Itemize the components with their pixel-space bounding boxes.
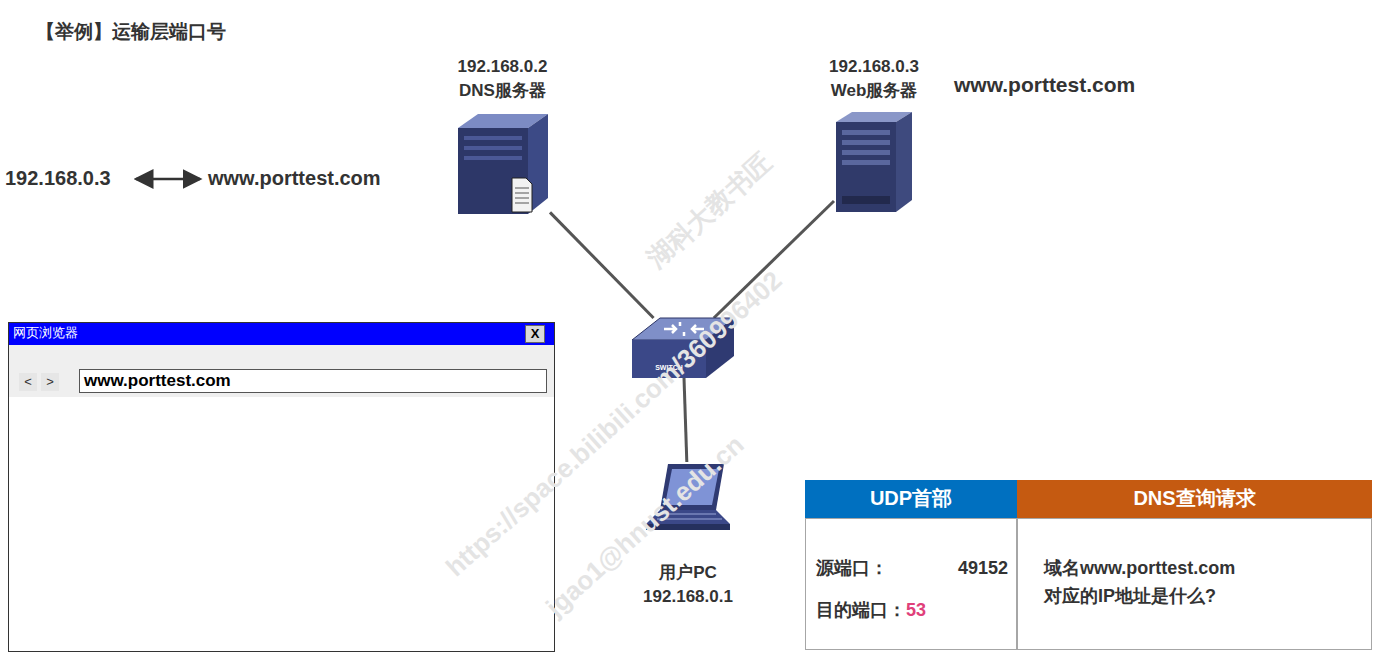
udp-header-fields-text: 目的端口： — [816, 599, 906, 622]
web-server-text: www.porttest.com — [954, 72, 1204, 98]
user-pc-text: 192.168.0.1 — [606, 586, 770, 607]
network-link — [550, 212, 654, 318]
udp-header-fields-text: 53 — [906, 599, 926, 622]
diagram-title: 【举例】运输层端口号 — [36, 20, 226, 44]
title-bar — [9, 323, 554, 345]
dns-server-icon — [458, 114, 548, 214]
watermark: 湖科大教书匠 — [640, 146, 779, 276]
user-pc-text: 用户PC — [606, 562, 770, 583]
udp-header-fields-text: 49152 — [928, 557, 1008, 580]
udp-header-fields-text: 源端口： — [816, 557, 888, 580]
browser-window-text: > — [41, 373, 59, 391]
udp-header-title: UDP首部 — [805, 480, 1017, 518]
browser-window-text: 网页浏览器 — [13, 325, 78, 341]
dns-query-body-text: 域名www.porttest.com 对应的IP地址是什么? — [1044, 555, 1249, 611]
dns-server-text: 192.168.0.2 — [435, 56, 570, 77]
browser-window-text: www.porttest.com — [79, 369, 547, 393]
network-link — [684, 378, 687, 462]
browser-window-text: < — [19, 373, 37, 391]
dns-server: 192.168.0.2DNS服务器 — [455, 112, 550, 216]
web-server-text: Web服务器 — [802, 80, 946, 101]
web-server: 192.168.0.3Web服务器www.porttest.com — [834, 110, 914, 214]
dns-query-title-text: DNS查询请求 — [1017, 486, 1372, 511]
ip-label: 192.168.0.3 — [5, 166, 111, 191]
web-server-icon — [836, 112, 912, 212]
web-server-text: 192.168.0.3 — [802, 56, 946, 77]
dns-query-title: DNS查询请求 — [1017, 480, 1372, 518]
dns-server-text: DNS服务器 — [435, 80, 570, 101]
browser-window-text: X — [525, 325, 545, 343]
mapping-arrow — [136, 178, 200, 181]
browser-window: 网页浏览器 X <> www.porttest.com — [8, 322, 555, 652]
udp-header-fields: 源端口： 49152 目的端口：53 — [805, 518, 1017, 650]
domain-label: www.porttest.com — [208, 166, 381, 191]
dns-query-body: 域名www.porttest.com 对应的IP地址是什么? — [1017, 518, 1372, 650]
udp-header-title-text: UDP首部 — [805, 486, 1017, 511]
